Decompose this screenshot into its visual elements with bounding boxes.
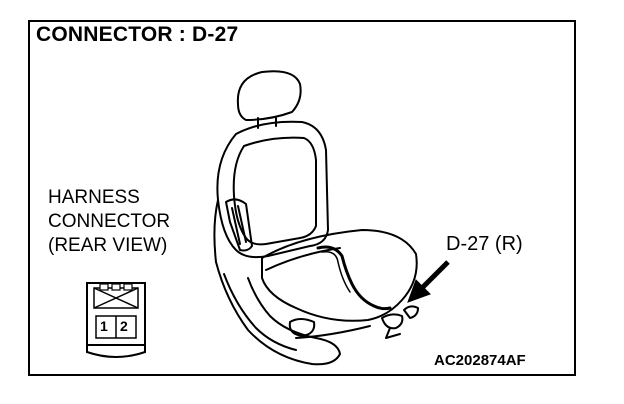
harness-label-line-2: CONNECTOR [48, 211, 171, 232]
harness-label-line-3: (REAR VIEW) [48, 235, 168, 256]
pin-number-1: 1 [100, 318, 108, 334]
harness-label-line-1: HARNESS [48, 187, 140, 208]
harness-connector-label: HARNESS CONNECTOR (REAR VIEW) [48, 186, 170, 258]
page-title: CONNECTOR : D-27 [36, 23, 239, 46]
diagram-frame [28, 20, 576, 376]
figure-code: AC202874AF [434, 352, 526, 369]
pin-number-2: 2 [120, 318, 128, 334]
connector-callout-label: D-27 (R) [446, 233, 523, 255]
harness-connector-icon [86, 282, 146, 358]
